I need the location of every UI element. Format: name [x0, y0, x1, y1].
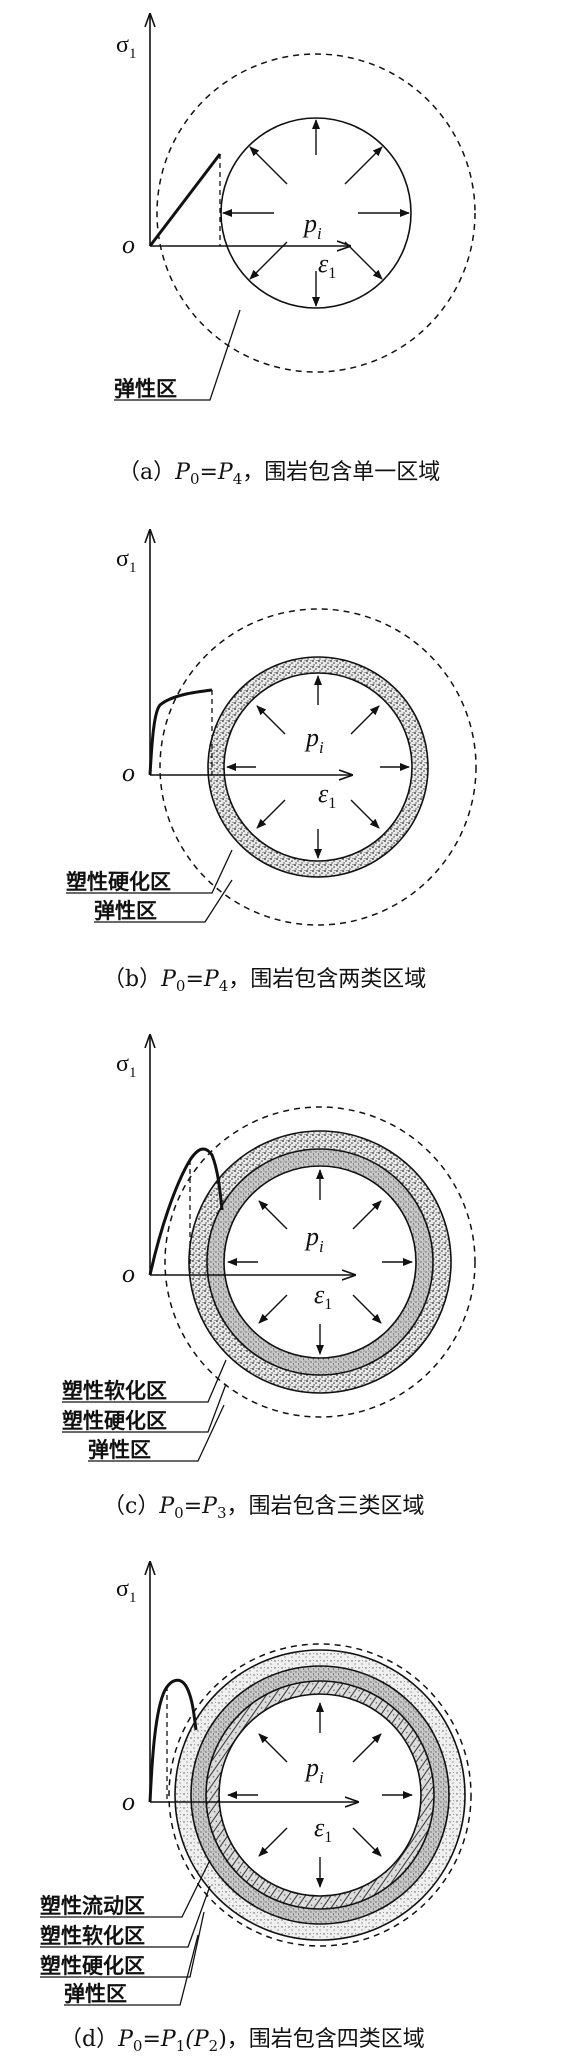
pressure-label: pi — [304, 1753, 324, 1787]
pressure-arrows — [227, 1702, 413, 1888]
pressure-arrows — [222, 119, 410, 307]
leader-line-hardening — [66, 849, 233, 894]
zone-label-elastic: 弹性区 — [94, 899, 157, 923]
leader-line-flow — [40, 1859, 211, 1918]
stress-strain-curve — [148, 1678, 198, 1803]
sigma-label: σ1 — [116, 1576, 136, 1606]
sigma-label: σ1 — [116, 32, 136, 62]
caption-b: （b）P0=P4，围岩包含两类区域 — [103, 967, 426, 995]
sigma-label: σ1 — [116, 546, 136, 576]
pressure-label: pi — [304, 1222, 324, 1256]
leader-line-elastic — [88, 1404, 225, 1462]
zone-label-elastic: 弹性区 — [88, 1438, 151, 1462]
leader-line-elastic — [94, 879, 233, 923]
elastic-boundary — [164, 1106, 476, 1418]
leader-line-elastic — [64, 1934, 199, 2006]
panel-b: σ1 o pi ε1 塑性硬化区 弹性区 （b）P0=P4，围岩包含两类区域 — [66, 530, 477, 995]
panel-c: σ1 o pi ε1 塑性软化区 塑性硬化区 弹性区 （c）P0=P3，围岩包含… — [62, 1035, 476, 1522]
zone-label-elastic: 弹性区 — [114, 377, 177, 401]
caption-c: （c）P0=P3，围岩包含三类区域 — [103, 1494, 425, 1522]
origin-label: o — [122, 1259, 135, 1288]
strain-label: ε1 — [314, 1280, 332, 1313]
leader-line — [114, 309, 241, 401]
strain-label: ε1 — [318, 779, 336, 812]
zone-label-softening: 塑性软化区 — [62, 1379, 167, 1403]
zone-label-flow: 塑性流动区 — [40, 1894, 145, 1918]
stress-strain-curve — [148, 153, 222, 247]
elastic-boundary — [168, 1643, 472, 1947]
leader-line-hardening — [40, 1911, 205, 1978]
panel-d: σ1 o pi ε1 塑性流动区 塑性软化区 塑性硬化区 弹性区 （d）P0=P… — [40, 1562, 472, 2055]
stress-strain-curve — [148, 688, 213, 776]
caption-a: （a）P0=P4，围岩包含单一区域 — [118, 460, 440, 488]
stress-strain-curve — [148, 1147, 224, 1276]
origin-label: o — [122, 758, 135, 787]
origin-label: o — [122, 230, 135, 259]
zone-label-hardening: 塑性硬化区 — [66, 870, 171, 894]
pressure-label: pi — [304, 723, 324, 757]
pressure-arrows — [227, 1169, 413, 1355]
elastic-boundary — [159, 608, 477, 926]
leader-line-softening — [62, 1359, 227, 1403]
elastic-boundary — [156, 53, 476, 373]
leader-line-hardening — [62, 1383, 227, 1433]
sigma-label: σ1 — [116, 1051, 136, 1081]
panel-a: σ1 o pi ε1 弹性区 （a）P0=P4，围岩包含单一区域 — [114, 14, 476, 488]
zone-label-softening: 塑性软化区 — [40, 1924, 145, 1948]
zone-label-hardening: 塑性硬化区 — [62, 1409, 167, 1433]
strain-label: ε1 — [318, 249, 336, 282]
pressure-arrows — [226, 675, 410, 859]
strain-label: ε1 — [314, 1813, 332, 1846]
zone-label-hardening: 塑性硬化区 — [40, 1954, 145, 1978]
zone-label-elastic: 弹性区 — [64, 1982, 127, 2006]
leader-line-softening — [40, 1885, 211, 1948]
pressure-label: pi — [302, 209, 322, 243]
caption-d: （d）P0=P1(P2)，围岩包含四类区域 — [60, 2027, 425, 2055]
origin-label: o — [122, 1787, 135, 1816]
